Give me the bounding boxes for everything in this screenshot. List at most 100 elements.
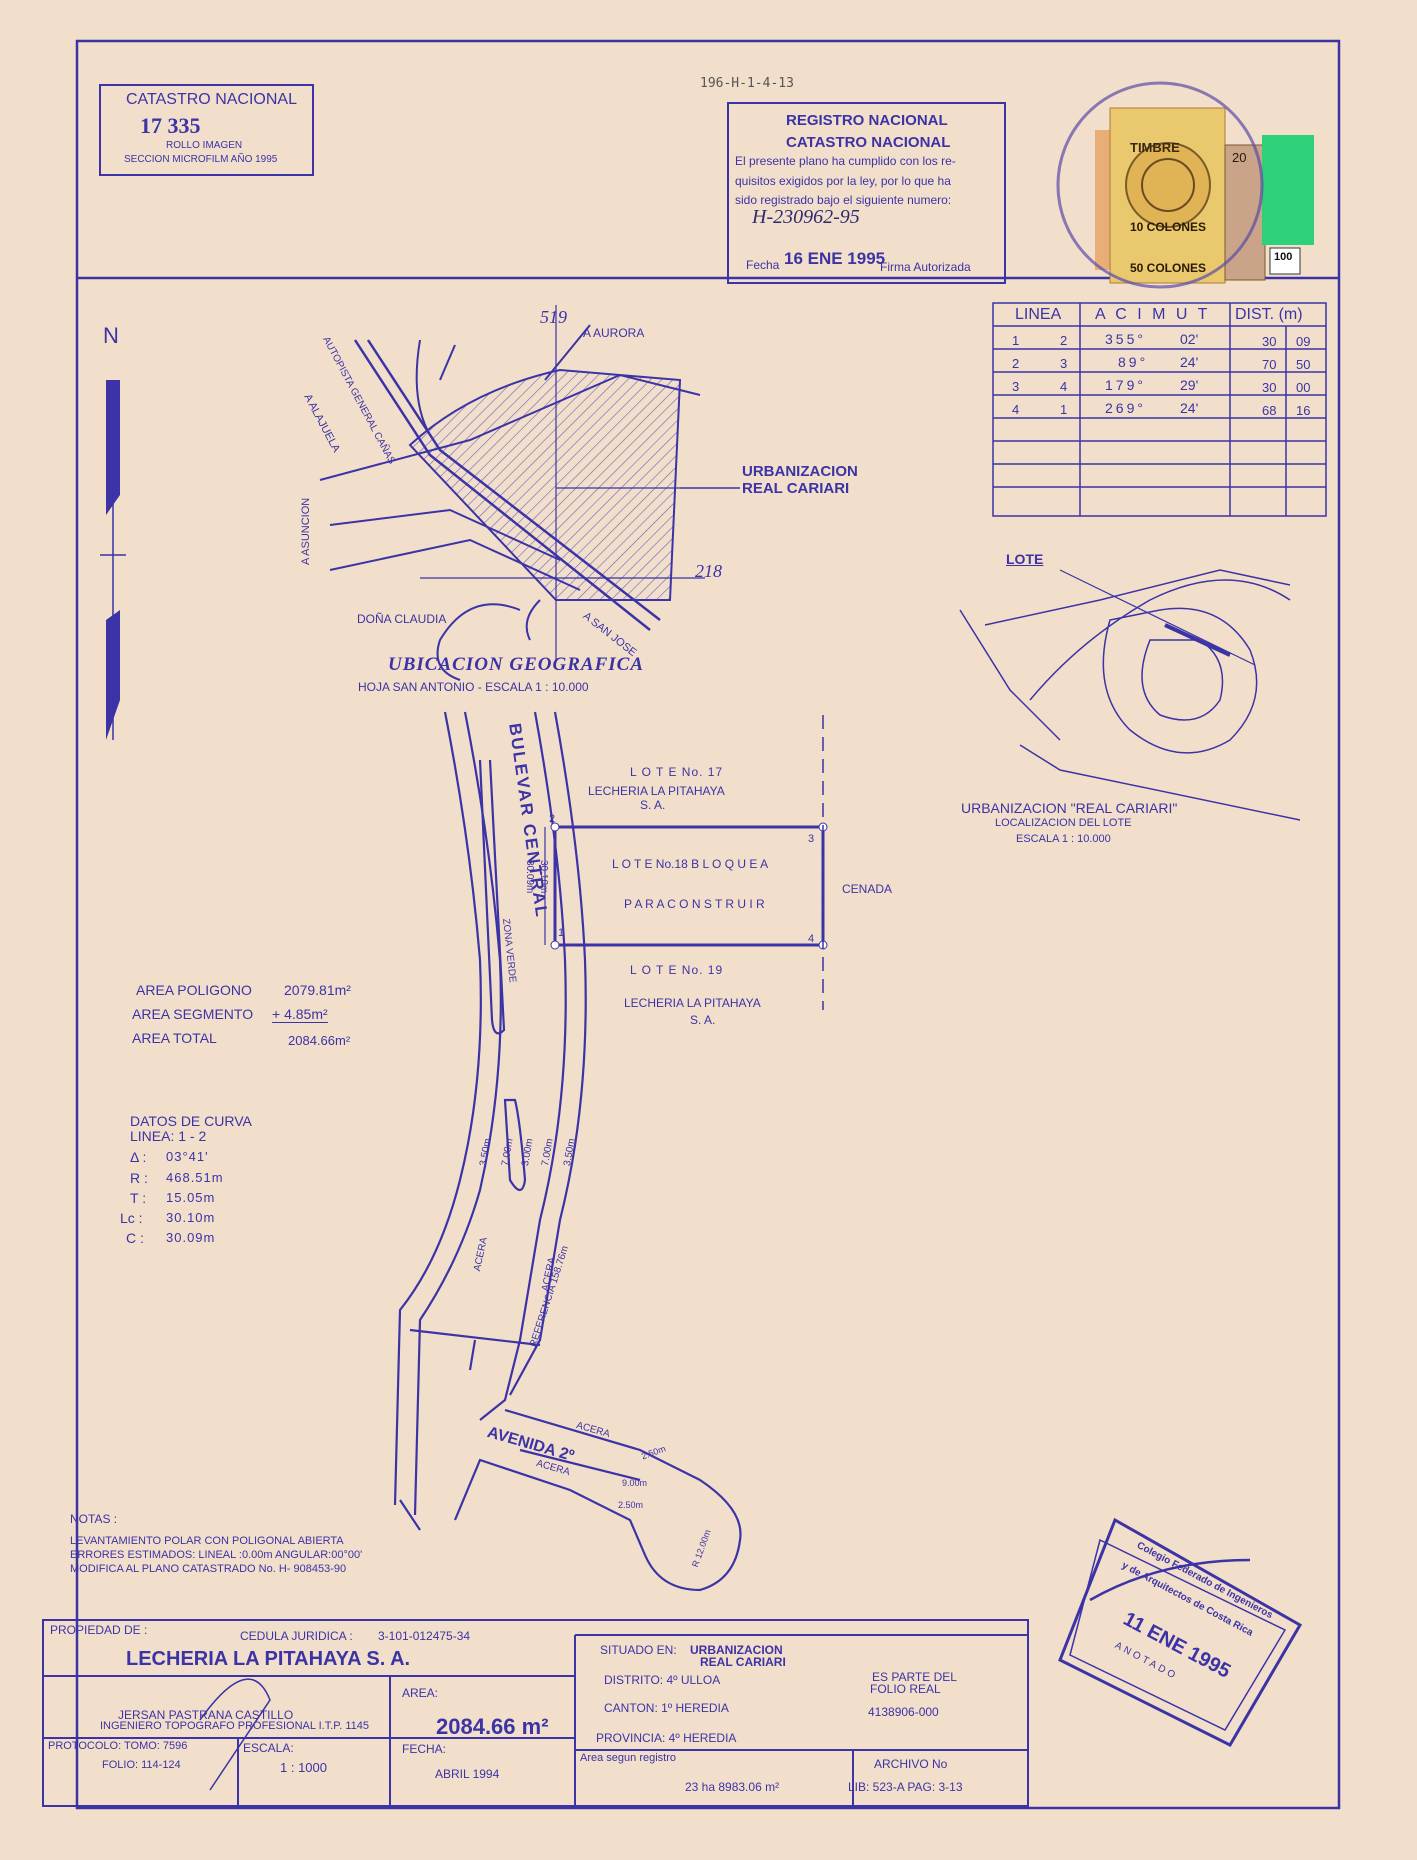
curve-value: 468.51m [166, 1170, 224, 1185]
table-row-m: 68 [1262, 403, 1277, 418]
area-segmento-value: + 4.85m² [272, 1006, 328, 1023]
protocolo-folio: FOLIO: 114-124 [102, 1759, 181, 1771]
cenada-label: CENADA [842, 882, 893, 896]
curve-key: C : [126, 1230, 144, 1246]
title-block-lines [42, 1619, 1029, 1807]
curve-key: Δ : [130, 1149, 147, 1165]
vertex-4: 4 [808, 933, 815, 945]
table-row-cm: 00 [1296, 380, 1311, 395]
es-parte-line1: ES PARTE DEL [872, 1670, 957, 1684]
fecha-label: FECHA: [402, 1742, 447, 1756]
area-segmento-label: AREA SEGMENTO [132, 1006, 254, 1022]
plan-code: 196-H-1-4-13 [700, 76, 794, 91]
curve-value: 15.05m [166, 1190, 216, 1205]
map-label-asuncion: A ASUNCION [300, 497, 312, 565]
lot-map-lote-label: LOTE [1006, 551, 1044, 567]
lot-map-caption3: ESCALA 1 : 10.000 [1016, 833, 1111, 845]
lot18-line1: L O T E No.18 B L O Q U E A [612, 857, 769, 871]
owner-name: LECHERIA LA PITAHAYA S. A. [126, 1648, 411, 1670]
table-header-linea: LINEA [1015, 306, 1062, 323]
catastro-microfilm-box [99, 84, 314, 176]
map-label-dona-claudia: DOÑA CLAUDIA [357, 612, 447, 626]
table-row-min: 29' [1180, 377, 1199, 393]
table-row-m: 30 [1262, 380, 1277, 395]
registro-number: H-230962-95 [752, 206, 860, 228]
registro-firma-label: Firma Autorizada [880, 260, 971, 274]
escala-label: ESCALA: [243, 1741, 294, 1755]
lot19-line2: LECHERIA LA PITAHAYA [624, 996, 761, 1010]
lot-dim-right: 30.09m [524, 860, 535, 894]
lot18-line2: P A R A C O N S T R U I R [624, 897, 765, 911]
curve-key: T : [130, 1190, 147, 1206]
table-row-to: 2 [1060, 333, 1068, 348]
catastro-box-line2: SECCION MICROFILM AÑO 1995 [124, 154, 278, 165]
registro-body3: sido registrado bajo el siguiente numero… [735, 193, 952, 207]
registro-nacional-box [727, 102, 1006, 284]
curve-value: 03°41' [166, 1149, 209, 1164]
table-row-to: 1 [1060, 402, 1068, 417]
propiedad-label: PROPIEDAD DE : [50, 1623, 148, 1637]
canton: CANTON: 1º HEREDIA [604, 1701, 729, 1715]
stamp-hundred: 100 [1274, 251, 1293, 263]
table-row-cm: 16 [1296, 403, 1311, 418]
area-label: AREA: [402, 1686, 439, 1700]
archivo-value: LIB: 523-A PAG: 3-13 [848, 1780, 963, 1794]
notes-line2: ERRORES ESTIMADOS: LINEAL :0.00m ANGULAR… [70, 1549, 363, 1561]
area-registro-value: 23 ha 8983.06 m² [685, 1780, 780, 1794]
table-row-min: 02' [1180, 331, 1199, 347]
distrito: DISTRITO: 4º ULLOA [604, 1673, 721, 1687]
curve-title1: DATOS DE CURVA [130, 1113, 252, 1129]
lot17-line3: S. A. [640, 798, 666, 812]
table-row-m: 70 [1262, 357, 1277, 372]
site-plan-roads [393, 711, 742, 1592]
table-row-from: 4 [1012, 402, 1020, 417]
width-8: 2.50m [618, 1500, 644, 1510]
table-row-to: 3 [1060, 356, 1068, 371]
table-row-from: 2 [1012, 356, 1020, 371]
lot19-line1: L O T E No. 19 [630, 963, 724, 977]
table-row-deg: 89° [1118, 354, 1149, 370]
area-total-value: 2084.66m² [288, 1033, 351, 1048]
registro-body2: quisitos exigidos por la ley, por lo que… [735, 174, 951, 188]
registro-title2: CATASTRO NACIONAL [786, 134, 951, 151]
acimut-table-lines [992, 302, 1327, 517]
table-header-dist: DIST. (m) [1235, 306, 1303, 323]
north-arrow [100, 380, 126, 740]
table-row-deg: 179° [1105, 377, 1146, 393]
table-header-acimut: A C I M U T [1095, 306, 1211, 323]
lot17-line2: LECHERIA LA PITAHAYA [588, 784, 725, 798]
lot-18-outline [544, 715, 828, 1010]
notes-line3: MODIFICA AL PLANO CATASTRADO No. H- 9084… [70, 1563, 347, 1575]
folio-real-number: 4138906-000 [868, 1705, 939, 1719]
situado-value1: URBANIZACION [690, 1643, 783, 1657]
stamp-ten-colones: 10 COLONES [1130, 220, 1207, 234]
curve-key: R : [130, 1170, 148, 1186]
lot19-line3: S. A. [690, 1013, 716, 1027]
engineers-seal [1058, 1517, 1303, 1747]
table-row-deg: 269° [1105, 400, 1146, 416]
lot17-line1: L O T E No. 17 [630, 765, 724, 779]
area-poligono-value: 2079.81m² [284, 982, 351, 998]
curve-key: Lc : [120, 1210, 143, 1226]
stamp-timbre: TIMBRE [1130, 140, 1180, 155]
location-map-title: UBICACION GEOGRAFICA [388, 654, 644, 675]
lot-dim-left: 30.10m [538, 860, 549, 894]
table-row-m: 30 [1262, 334, 1277, 349]
lot-map-caption2: LOCALIZACION DEL LOTE [995, 817, 1132, 829]
grid-label-19: 519 [540, 307, 567, 327]
grid-label-18: 218 [695, 561, 722, 581]
situado-label: SITUADO EN: [600, 1643, 677, 1657]
width-7: 9.00m [622, 1478, 648, 1488]
cedula-value: 3-101-012475-34 [378, 1629, 471, 1643]
cedula-label: CEDULA JURIDICA : [240, 1629, 353, 1643]
engineer-name: JERSAN PASTRANA CASTILLO [118, 1708, 294, 1722]
table-row-to: 4 [1060, 379, 1068, 394]
notes-line1: LEVANTAMIENTO POLAR CON POLIGONAL ABIERT… [70, 1535, 344, 1547]
registro-fecha-value: 16 ENE 1995 [784, 249, 886, 268]
curve-value: 30.09m [166, 1230, 216, 1245]
catastro-box-title: CATASTRO NACIONAL [126, 91, 297, 108]
vertex-2: 2 [549, 813, 556, 825]
registro-body1: El presente plano ha cumplido con los re… [735, 154, 956, 168]
lot-locator-map [959, 569, 1301, 821]
